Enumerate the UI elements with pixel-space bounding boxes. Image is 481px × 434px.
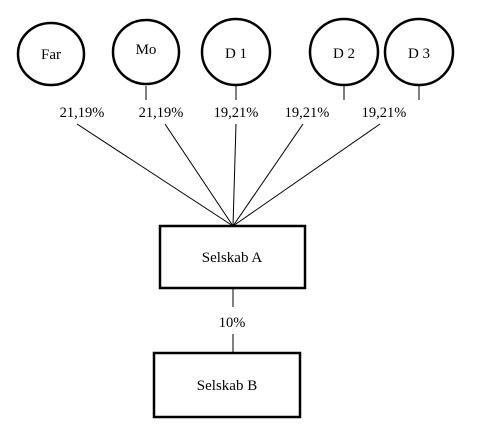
share-d3: 19,21% bbox=[362, 105, 407, 121]
owner-far: Far bbox=[16, 21, 86, 87]
connector-far bbox=[76, 123, 234, 227]
share-mo: 21,19% bbox=[139, 105, 184, 121]
company-a: Selskab A bbox=[158, 224, 307, 290]
share-far: 21,19% bbox=[60, 105, 105, 121]
owner-d1-circle bbox=[200, 17, 272, 87]
company-b: Selskab B bbox=[152, 351, 302, 419]
owner-mo-circle bbox=[111, 18, 181, 86]
owner-connectors bbox=[76, 86, 420, 227]
connector-d3 bbox=[232, 123, 381, 227]
owner-d3: D 3 bbox=[383, 17, 455, 87]
owner-mo-label: Mo bbox=[136, 42, 157, 58]
owner-d2-label: D 2 bbox=[333, 46, 355, 62]
connector-d1 bbox=[232, 123, 237, 227]
owner-d1: D 1 bbox=[200, 17, 272, 87]
company-b-box bbox=[152, 351, 302, 419]
company-a-box bbox=[158, 224, 307, 290]
connector-mo bbox=[164, 123, 234, 227]
owner-d3-circle bbox=[383, 17, 455, 87]
share-d1: 19,21% bbox=[214, 105, 259, 121]
company-a-label: Selskab A bbox=[202, 250, 263, 266]
owner-far-circle bbox=[16, 21, 86, 87]
company-b-label: Selskab B bbox=[197, 378, 257, 394]
owner-d2: D 2 bbox=[308, 17, 380, 87]
connector-d2 bbox=[232, 123, 304, 227]
owner-d2-circle bbox=[308, 17, 380, 87]
owner-far-label: Far bbox=[41, 47, 61, 63]
owner-shares: 21,19% 21,19% 19,21% 19,21% 19,21% bbox=[54, 101, 412, 121]
owner-d3-label: D 3 bbox=[408, 46, 430, 62]
share-d2: 19,21% bbox=[285, 105, 330, 121]
owner-mo: Mo bbox=[111, 18, 181, 86]
link-a-b-share: 10% bbox=[219, 315, 246, 331]
owner-d1-label: D 1 bbox=[225, 46, 247, 62]
owner-nodes: Far Mo D 1 D 2 D 3 bbox=[16, 17, 455, 87]
